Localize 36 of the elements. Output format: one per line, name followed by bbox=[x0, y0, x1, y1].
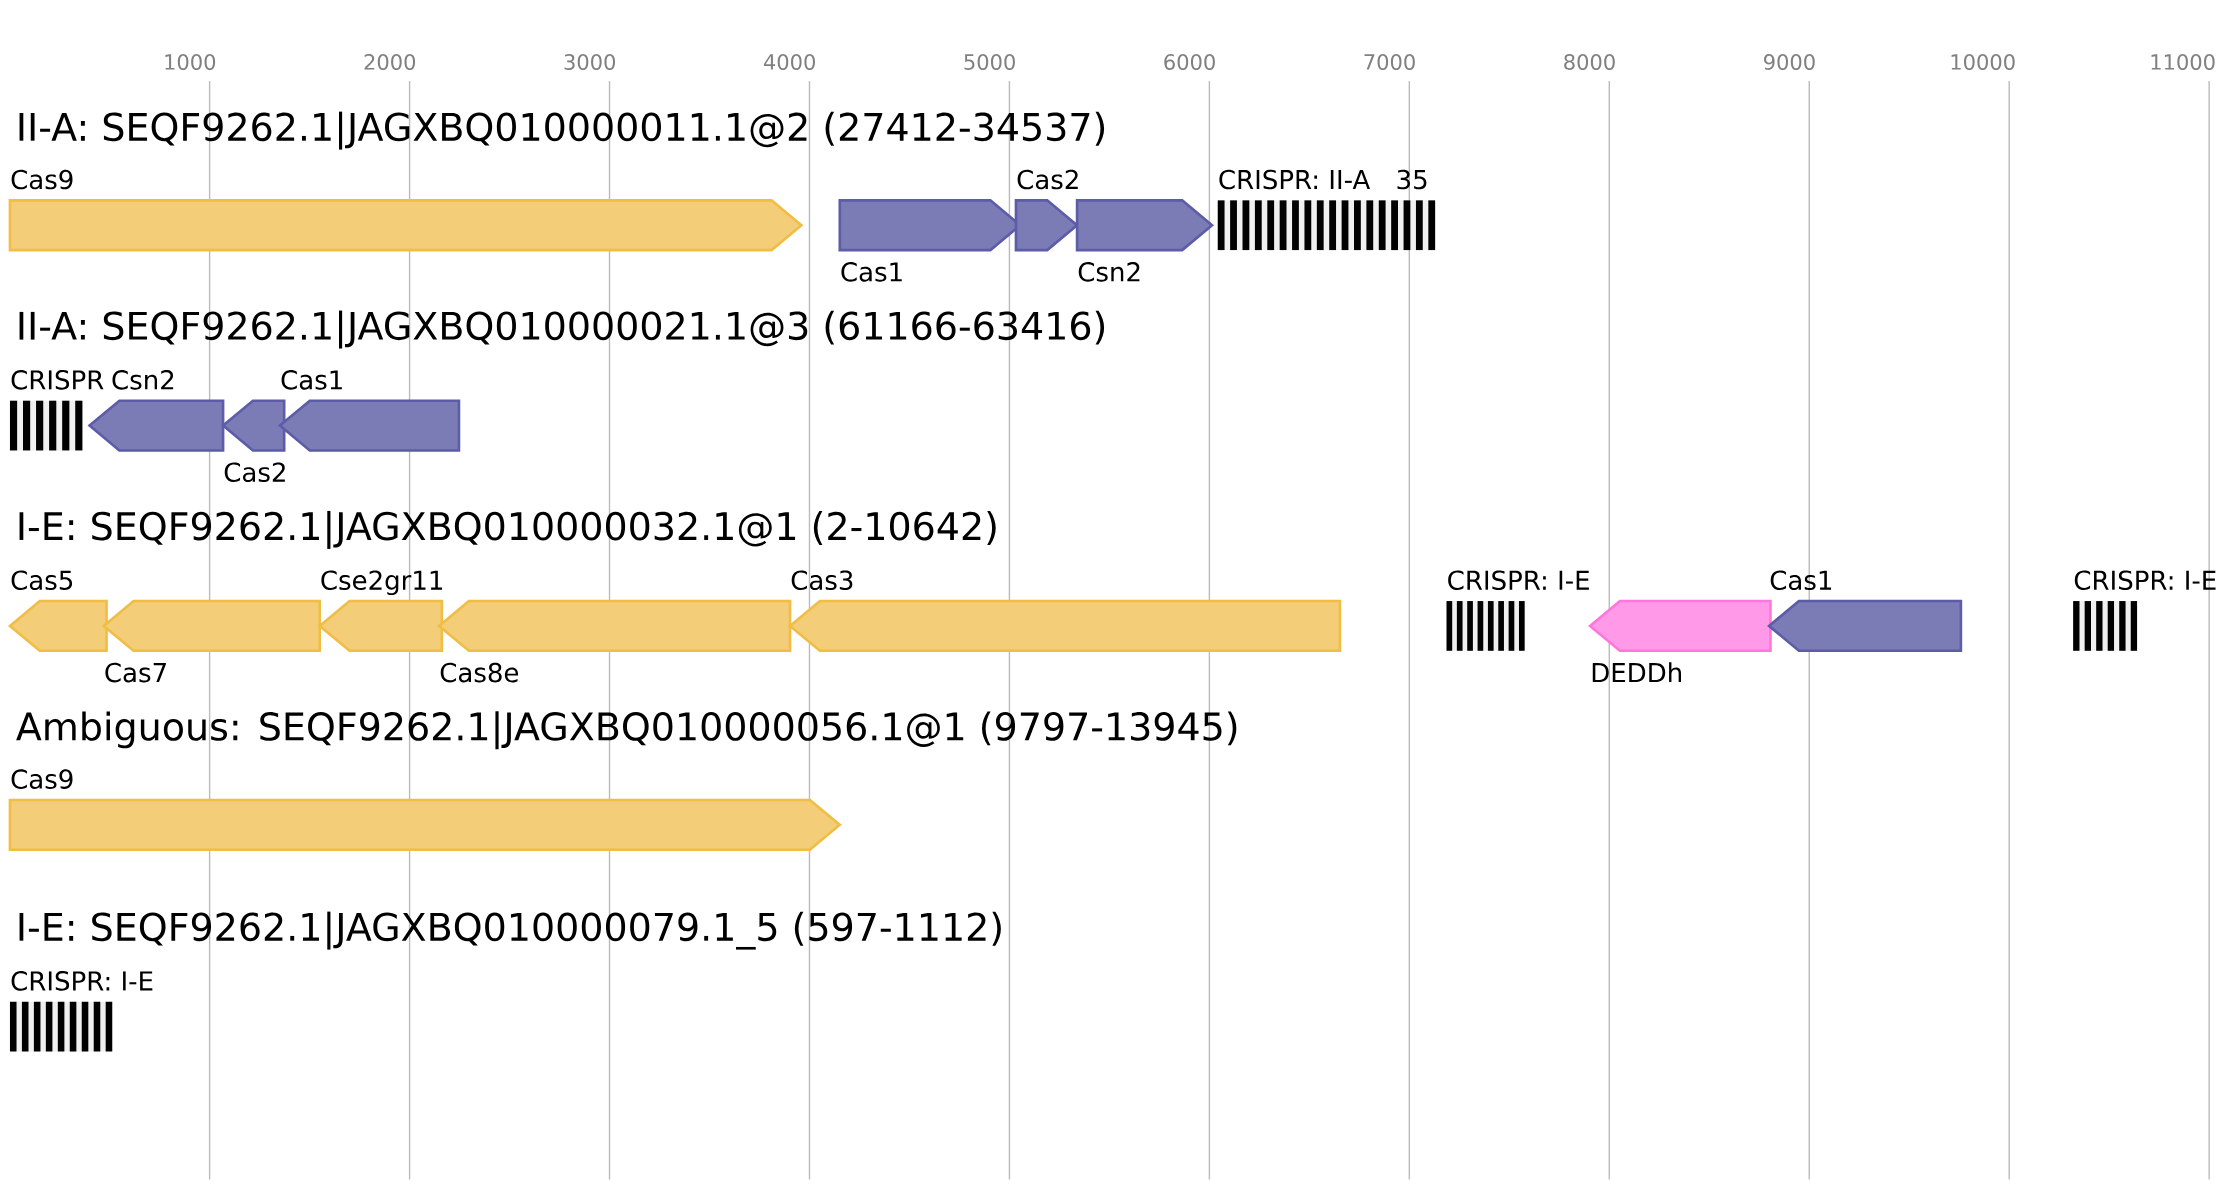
tick-label: 8000 bbox=[1564, 54, 1615, 70]
array-label: CRISPR: I-E bbox=[1448, 570, 1589, 591]
gene-label: Cas9 bbox=[11, 169, 73, 190]
gene-label: Cas2 bbox=[224, 462, 285, 483]
tick-label: 10000 bbox=[1951, 54, 2015, 70]
gene-label: Cas7 bbox=[105, 662, 166, 683]
gene-label: Cas5 bbox=[11, 570, 73, 591]
gene-label: Cas1 bbox=[281, 370, 342, 390]
gene-label: Cas1 bbox=[1770, 570, 1832, 591]
gene-label: Cas2 bbox=[1017, 169, 1078, 190]
tick-label: 11000 bbox=[2151, 54, 2215, 70]
array-label: CRISPR: II-A bbox=[1219, 169, 1371, 190]
gene-label: DEDDh bbox=[1592, 662, 1681, 683]
gene-label: Cas3 bbox=[791, 570, 853, 591]
gene-label: Csn2 bbox=[112, 370, 174, 390]
track-title: II-A: SEQF9262.1|JAGXBQ010000021.1@3 (61166-63416) bbox=[19, 310, 1105, 349]
array-label: CRISPR: I-E bbox=[2074, 570, 2216, 591]
gene-label: Cas1 bbox=[841, 262, 902, 282]
tick-label: 6000 bbox=[1164, 54, 1215, 70]
tick-label: 9000 bbox=[1764, 54, 1815, 70]
track-title: I-E: SEQF9262.1|JAGXBQ010000032.1@1 (2-10642) bbox=[19, 510, 996, 549]
tick-label: 2000 bbox=[364, 54, 416, 70]
tick-label: 5000 bbox=[964, 54, 1015, 70]
tick-label: 4000 bbox=[763, 54, 815, 70]
track-title: Ambiguous: SEQF9262.1|JAGXBQ010000056.1@1 (9797-13945) bbox=[16, 711, 1237, 750]
tick-label: 1000 bbox=[165, 54, 216, 70]
track-title: II-A: SEQF9262.1|JAGXBQ010000011.1@2 (27412-34537) bbox=[19, 111, 1105, 150]
gene-label: Cas8e bbox=[440, 662, 519, 683]
gene-label: Csn2 bbox=[1078, 262, 1140, 282]
array-label: CRISPR: I-E bbox=[11, 971, 153, 991]
tick-label: 7000 bbox=[1364, 54, 1415, 70]
gene-label: Cas9 bbox=[11, 769, 73, 789]
track-title: I-E: SEQF9262.1|JAGXBQ010000079.1_5 (597-1112) bbox=[19, 911, 1001, 950]
tick-label: 3000 bbox=[564, 54, 615, 70]
gene-label: Cse2gr11 bbox=[321, 570, 442, 596]
array-label: CRISPR bbox=[11, 370, 104, 390]
